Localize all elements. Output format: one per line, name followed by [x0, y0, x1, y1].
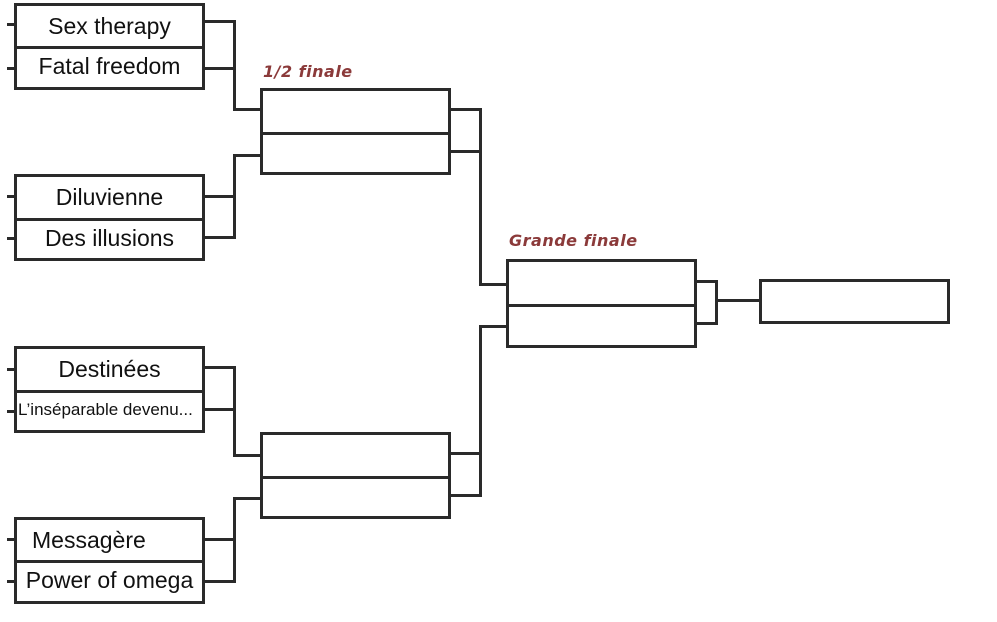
semi-match-2 [260, 432, 451, 519]
quarter-match-1: Sex therapy Fatal freedom [14, 3, 205, 90]
entry-tick [7, 368, 16, 371]
connector [697, 280, 718, 283]
connector [479, 325, 509, 328]
connector [233, 154, 236, 239]
connector [451, 150, 482, 153]
bracket-slot: Power of omega [25, 567, 194, 593]
connector [451, 452, 482, 455]
semi-final-label: 1/2 finale [263, 62, 353, 81]
connector [205, 67, 236, 70]
connector [479, 283, 509, 286]
quarter-match-3: Destinées L’inséparable devenu... [14, 346, 205, 433]
bracket-slot: L’inséparable devenu... [18, 400, 193, 419]
bracket-slot [509, 304, 694, 345]
bracket-slot: Destinées [17, 349, 202, 393]
connector [205, 236, 236, 239]
connector [233, 154, 262, 157]
connector [697, 322, 718, 325]
quarter-match-2: Diluvienne Des illusions [14, 174, 205, 261]
connector [205, 538, 236, 541]
entry-tick [7, 195, 16, 198]
connector [233, 108, 262, 111]
winner-box [759, 279, 950, 324]
connector [715, 280, 718, 325]
final-match [506, 259, 697, 348]
entry-tick [7, 23, 16, 26]
entry-tick [7, 410, 16, 413]
connector [233, 20, 236, 111]
connector [233, 497, 236, 583]
bracket-slot: Messagère [17, 520, 202, 563]
connector [205, 408, 236, 411]
entry-tick [7, 237, 16, 240]
bracket-slot [263, 132, 448, 172]
connector [205, 366, 236, 369]
bracket-slot [509, 262, 694, 307]
connector [205, 195, 236, 198]
connector [479, 325, 482, 497]
bracket-slot [263, 476, 448, 516]
bracket-slot: Des illusions [44, 224, 175, 251]
connector [233, 366, 236, 457]
connector [205, 20, 236, 23]
bracket-slot: Diluvienne [17, 177, 202, 221]
connector [479, 108, 482, 286]
connector [205, 580, 236, 583]
connector [233, 497, 262, 500]
entry-tick [7, 67, 16, 70]
connector [451, 108, 482, 111]
bracket-slot [263, 91, 448, 135]
bracket-slot: Sex therapy [17, 6, 202, 49]
winner-slot [762, 282, 947, 321]
connector [451, 494, 482, 497]
bracket-slot: Fatal freedom [38, 53, 181, 79]
semi-match-1 [260, 88, 451, 175]
connector [715, 299, 760, 302]
bracket-slot [263, 435, 448, 479]
connector [233, 454, 262, 457]
entry-tick [7, 538, 16, 541]
entry-tick [7, 580, 16, 583]
quarter-match-4: Messagère Power of omega [14, 517, 205, 604]
grand-final-label: Grande finale [509, 231, 638, 250]
